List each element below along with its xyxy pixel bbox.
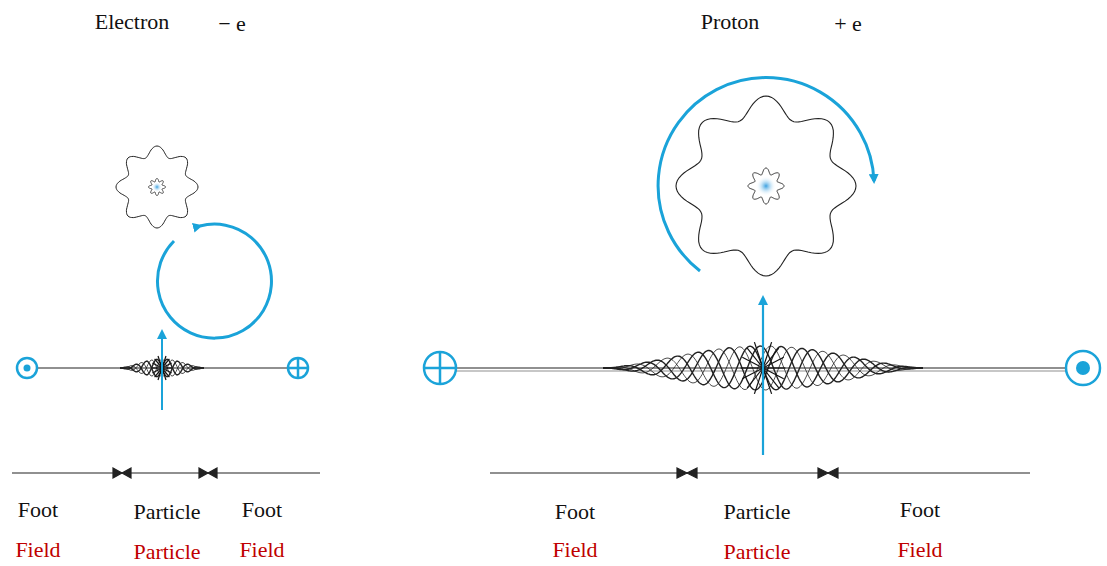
out-symbol	[1066, 351, 1100, 385]
spin-arc	[157, 224, 271, 338]
region-label: Field	[897, 539, 942, 561]
particle-name: Proton	[701, 11, 760, 33]
proton-wave	[676, 96, 856, 276]
region-label: Particle	[723, 501, 790, 523]
particle-name: Electron	[95, 11, 170, 33]
region-label: Particle	[723, 541, 790, 563]
region-label: Foot	[18, 499, 58, 521]
region-label: Field	[552, 539, 597, 561]
electron-wave	[116, 146, 198, 228]
region-label: Foot	[242, 499, 282, 521]
spin-axis	[161, 332, 163, 410]
in-symbol	[424, 352, 456, 384]
dimension-line	[12, 468, 320, 478]
spin-arc	[658, 78, 874, 271]
in-symbol	[288, 358, 308, 378]
out-symbol	[17, 358, 37, 378]
spin-axis	[762, 298, 764, 455]
charge: + e	[834, 13, 862, 35]
region-label: Foot	[555, 501, 595, 523]
region-label: Field	[15, 539, 60, 561]
region-label: Field	[239, 539, 284, 561]
region-label: Foot	[900, 499, 940, 521]
charge: − e	[218, 13, 246, 35]
region-label: Particle	[133, 541, 200, 563]
region-label: Particle	[133, 501, 200, 523]
dimension-line	[490, 468, 1030, 478]
